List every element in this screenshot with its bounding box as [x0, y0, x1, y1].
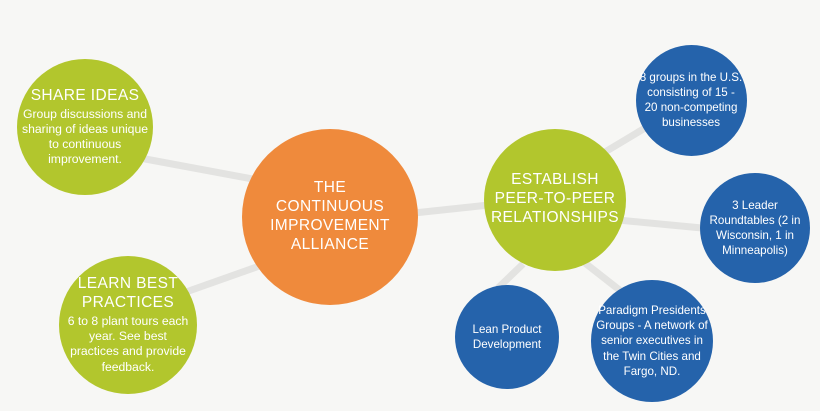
node-body-paradigm-presidents-groups: Paradigm Presidents Groups - A network o…: [596, 304, 708, 378]
connector-establish-to-paradigm: [582, 260, 625, 295]
node-body-share-ideas: Group discussions and sharing of ideas u…: [21, 106, 149, 167]
node-lean-product-development[interactable]: Lean Product Development: [455, 285, 559, 389]
node-paradigm-presidents-groups[interactable]: Paradigm Presidents Groups - A network o…: [591, 280, 713, 402]
node-title-continuous-improvement-alliance: THE CONTINUOUS IMPROVEMENT ALLIANCE: [270, 179, 390, 253]
node-body-three-leader-roundtables: 3 Leader Roundtables (2 in Wisconsin, 1 …: [709, 198, 801, 258]
node-eight-groups[interactable]: 8 groups in the U.S. consisting of 15 - …: [635, 44, 747, 156]
node-title-learn-best-practices: LEARN BEST PRACTICES: [77, 275, 179, 312]
connector-hub-to-establish: [413, 201, 490, 217]
node-title-establish-peer-to-peer-relationships: ESTABLISH PEER-TO-PEER RELATIONSHIPS: [490, 171, 620, 226]
node-share-ideas[interactable]: SHARE IDEAS Group discussions and sharing…: [17, 59, 153, 195]
connector-establish-to-lean-product: [495, 261, 526, 291]
node-establish-peer-to-peer-relationships[interactable]: ESTABLISH PEER-TO-PEER RELATIONSHIPS: [484, 129, 626, 271]
node-body-learn-best-practices: 6 to 8 plant tours each year. See best p…: [67, 314, 189, 374]
connector-establish-to-roundtables: [617, 216, 703, 232]
connector-hub-to-learn-best-practices: [184, 259, 270, 296]
node-title-share-ideas: SHARE IDEAS: [30, 86, 140, 104]
connector-establish-to-eight-groups: [598, 124, 647, 159]
node-continuous-improvement-alliance[interactable]: THE CONTINUOUS IMPROVEMENT ALLIANCE: [242, 129, 418, 305]
node-body-lean-product-development: Lean Product Development: [472, 322, 542, 351]
node-body-eight-groups: 8 groups in the U.S. consisting of 15 - …: [639, 70, 743, 130]
connector-hub-to-share-ideas: [139, 154, 259, 184]
node-three-leader-roundtables[interactable]: 3 Leader Roundtables (2 in Wisconsin, 1 …: [700, 173, 810, 283]
